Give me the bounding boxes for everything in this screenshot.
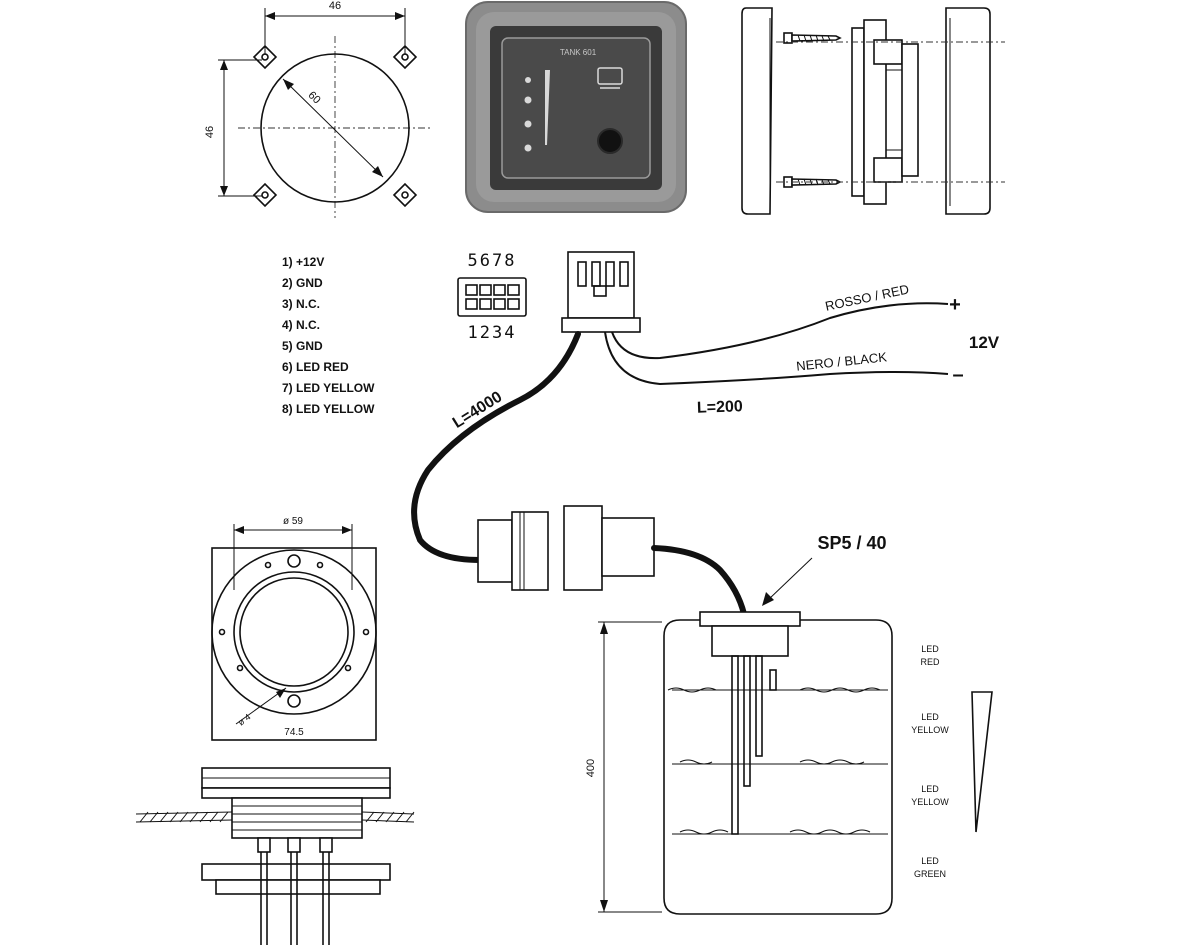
level-label-line2: YELLOW: [911, 725, 949, 735]
tank-height-label: 400: [585, 759, 597, 777]
pinout-item: 6) LED RED: [282, 360, 349, 374]
pinout-item: 8) LED YELLOW: [282, 402, 375, 416]
panel-led-2: [524, 96, 532, 104]
screw-hole-bl: [252, 182, 278, 208]
level-label-line1: LED: [921, 644, 939, 654]
short-length-label: L=200: [697, 398, 743, 417]
connector-pins-top: 5678: [468, 251, 517, 271]
level-label-line1: LED: [921, 784, 939, 794]
probe-cable: [651, 545, 747, 617]
level-labels: LED RED LED YELLOW LED YELLOW LED GREEN: [911, 644, 949, 879]
panel-led-3: [524, 120, 532, 128]
tank-icon: [597, 67, 623, 85]
screw-hole-tr: [392, 44, 418, 70]
panel-cutout-drawing: 46 46 60: [204, 0, 432, 218]
long-cable: [411, 331, 581, 563]
main-plug: [561, 251, 641, 333]
flange-top-view: ø 59 ø 4 74.5: [211, 516, 377, 741]
inline-connector-female: [477, 511, 549, 591]
water-tank: [663, 611, 893, 915]
dim-width-label: 46: [329, 0, 341, 12]
level-label-line1: LED: [921, 856, 939, 866]
test-button[interactable]: [597, 128, 623, 154]
connector-face: 5678 1234: [457, 251, 527, 343]
panel-small-title: TANK 601: [560, 48, 597, 57]
dim-height-label: 46: [204, 126, 216, 138]
level-wedge-indicator: [971, 691, 993, 833]
tank-height-dimension: 400: [585, 621, 662, 913]
level-label-line2: YELLOW: [911, 797, 949, 807]
flange-dim-top: ø 59: [283, 516, 303, 527]
connector-pins-bottom: 1234: [468, 323, 517, 343]
probe-pointer: [767, 557, 813, 601]
minus-terminal: –: [952, 364, 963, 386]
voltage-label: 12V: [969, 333, 1000, 352]
panel-led-1: [525, 77, 531, 83]
black-wire-label: NERO / BLACK: [795, 349, 887, 373]
screw-hole-br: [392, 182, 418, 208]
tank-monitor-panel: TANK 601: [465, 1, 687, 213]
plus-terminal: +: [949, 294, 961, 316]
flange-side-view: [135, 767, 415, 945]
panel-led-4: [524, 144, 532, 152]
black-wire: [604, 331, 949, 386]
probe-model-label: SP5 / 40: [817, 533, 886, 553]
level-label-line1: LED: [921, 712, 939, 722]
pinout-item: 1) +12V: [282, 255, 324, 269]
red-wire: [611, 302, 949, 360]
pinout-item: 3) N.C.: [282, 297, 320, 311]
screw-top: [783, 32, 842, 44]
pinout-list: 1) +12V 2) GND 3) N.C. 4) N.C. 5) GND 6)…: [282, 255, 375, 416]
pinout-item: 5) GND: [282, 339, 323, 353]
pinout-item: 2) GND: [282, 276, 323, 290]
flange-dim-bottom: 74.5: [284, 727, 304, 738]
inline-connector-male: [563, 505, 655, 591]
level-label-line2: GREEN: [914, 869, 946, 879]
level-label-line2: RED: [920, 657, 940, 667]
level-wedge-icon: [545, 70, 550, 145]
screw-hole-tl: [252, 44, 278, 70]
pinout-item: 7) LED YELLOW: [282, 381, 375, 395]
panel-side-view: [741, 7, 1005, 215]
pinout-item: 4) N.C.: [282, 318, 320, 332]
